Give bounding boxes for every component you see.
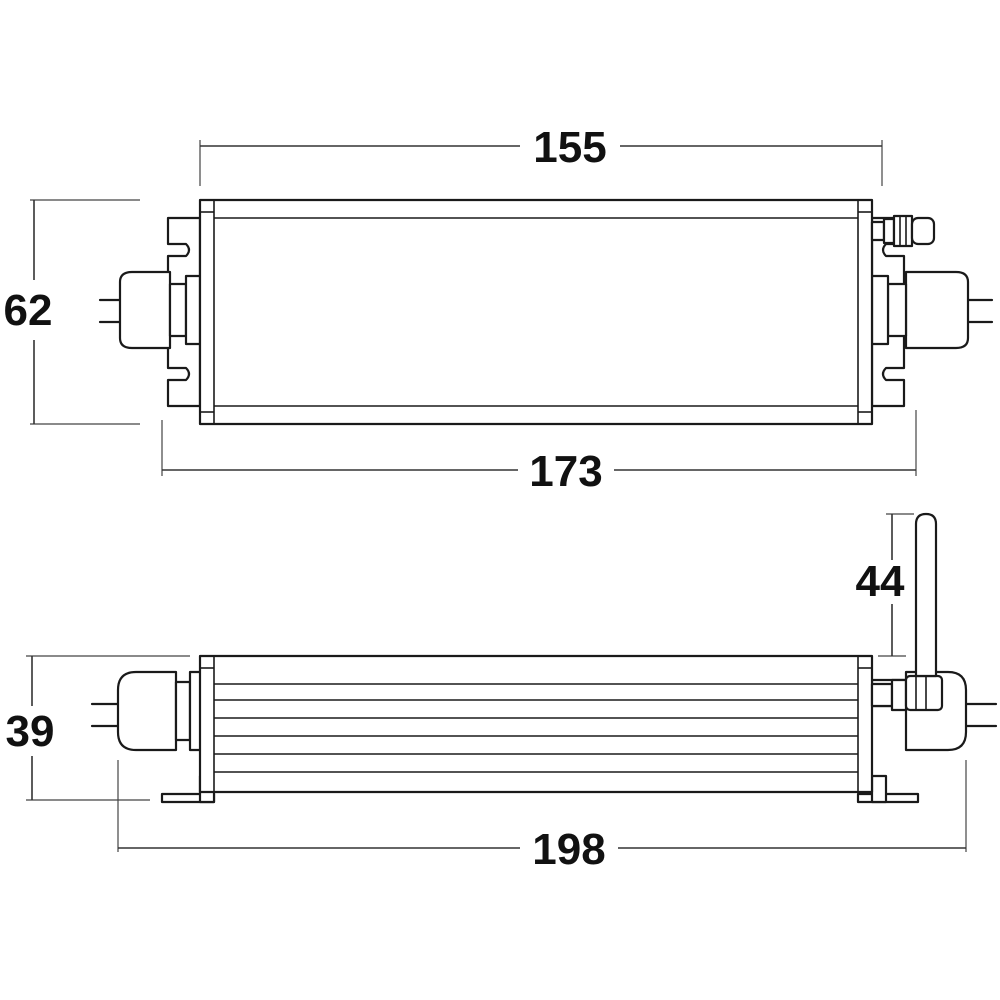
antenna-connector-top — [870, 214, 936, 248]
dimension-62: 62 — [4, 199, 140, 425]
side-view-housing — [198, 654, 874, 794]
dimension-39-label: 39 — [6, 707, 55, 756]
dimension-198: 198 — [117, 760, 967, 874]
dimension-155-label: 155 — [533, 123, 606, 172]
dimension-155: 155 — [199, 123, 883, 186]
dimension-44-label: 44 — [856, 557, 905, 606]
antenna — [870, 512, 944, 712]
dimension-44: 44 — [856, 513, 914, 657]
left-cable-gland — [98, 270, 202, 350]
dimension-62-label: 62 — [4, 286, 53, 335]
side-left-cable-gland — [90, 670, 216, 752]
top-view-housing — [198, 198, 874, 426]
dimension-39: 39 — [6, 655, 190, 801]
side-view: 44 39 198 — [6, 512, 998, 874]
top-view: 155 173 62 — [4, 123, 994, 496]
right-cable-gland — [870, 270, 994, 350]
dimension-173: 173 — [161, 410, 917, 496]
dimension-198-label: 198 — [532, 825, 605, 874]
dimension-173-label: 173 — [529, 447, 602, 496]
